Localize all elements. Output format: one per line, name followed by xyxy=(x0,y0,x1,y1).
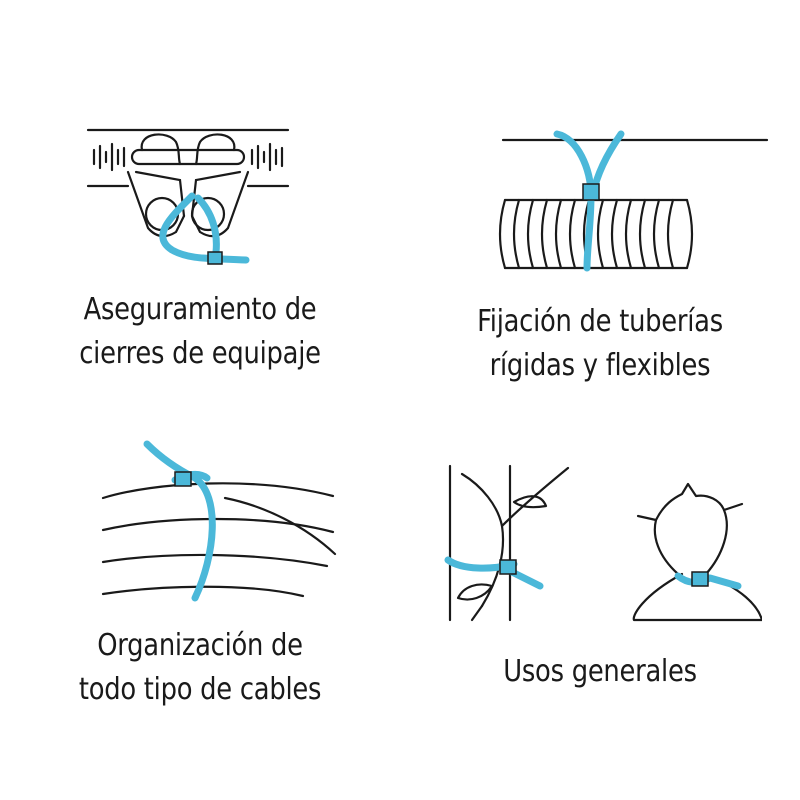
caption-line: Aseguramiento de xyxy=(83,292,317,327)
panel-general: Usos generales xyxy=(400,400,800,800)
caption-general: Usos generales xyxy=(428,650,772,694)
caption-line: rígidas y flexibles xyxy=(489,348,711,383)
caption-line: Usos generales xyxy=(503,654,697,689)
caption-line: todo tipo de cables xyxy=(78,672,322,707)
caption-line: cierres de equipaje xyxy=(79,336,321,371)
panel-luggage: Aseguramiento de cierres de equipaje xyxy=(0,0,400,400)
panel-cables: Organización de todo tipo de cables xyxy=(0,400,400,800)
corrugated-pipe-tie-icon xyxy=(498,130,769,272)
caption-pipes: Fijación de tuberías rígidas y flexibles xyxy=(428,300,772,388)
caption-cables: Organización de todo tipo de cables xyxy=(28,624,372,712)
panel-pipes: Fijación de tuberías rígidas y flexibles xyxy=(400,0,800,400)
caption-line: Organización de xyxy=(97,628,303,663)
cable-bundle-tie-icon xyxy=(101,440,337,602)
luggage-zipper-tie-icon xyxy=(86,128,290,265)
plant-and-bag-tie-icon xyxy=(444,464,762,622)
caption-line: Fijación de tuberías xyxy=(477,304,723,339)
caption-luggage: Aseguramiento de cierres de equipaje xyxy=(28,288,372,376)
